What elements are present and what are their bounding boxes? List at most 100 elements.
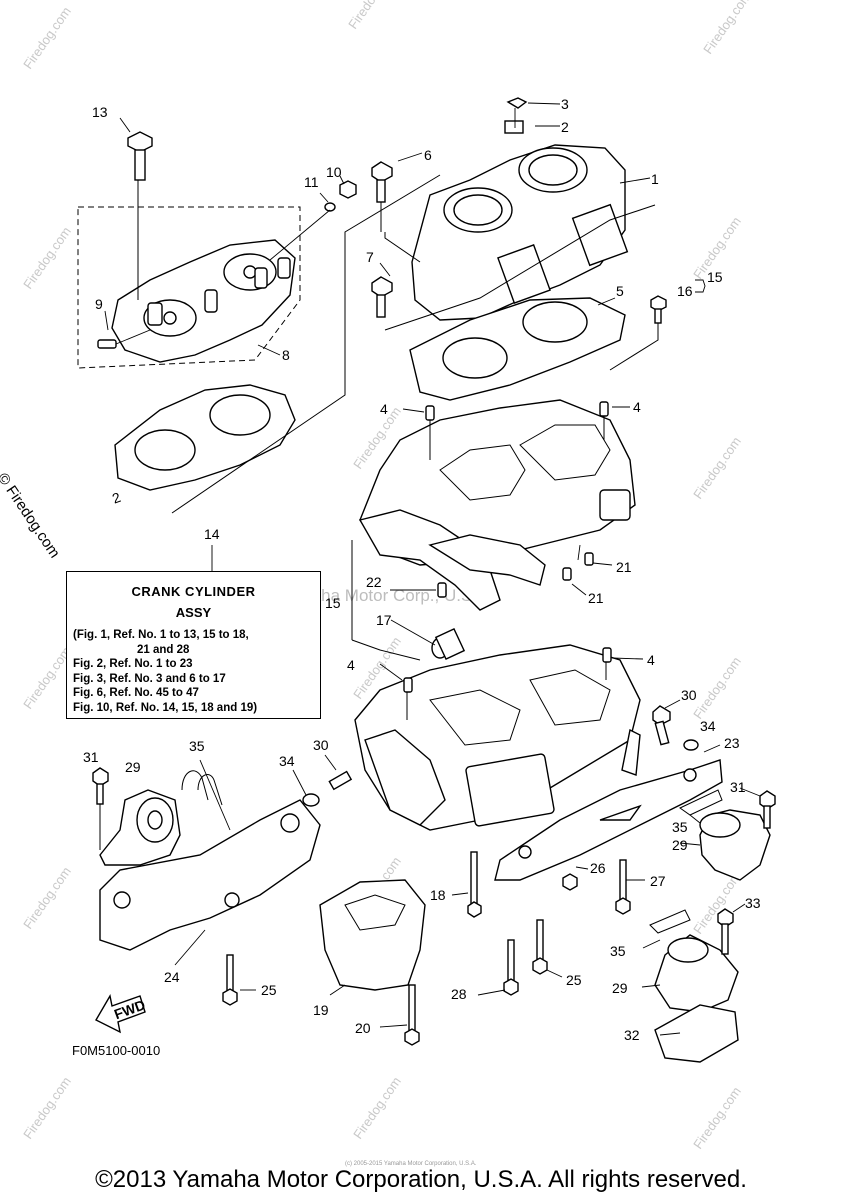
assembly-reference-line: Fig. 3, Ref. No. 3 and 6 to 17: [73, 672, 226, 685]
cylinder-part: [411, 97, 629, 321]
fwd-arrow-icon: FWD: [95, 994, 147, 1034]
head-gasket-part: [114, 174, 441, 514]
callout-label: 31: [730, 779, 746, 795]
damper-part: [319, 879, 426, 991]
assembly-title: CRANK CYLINDER: [131, 584, 256, 599]
callout-label: 23: [724, 735, 740, 751]
clip-part: [679, 789, 723, 816]
callout-label: 7: [366, 249, 374, 265]
callout-label: 30: [313, 737, 329, 753]
bolt-part: [328, 770, 353, 791]
bolt-part: [222, 954, 238, 1006]
engine-mount-part: [494, 759, 723, 881]
clip-part: [649, 909, 691, 934]
dowel-pin-part: [599, 401, 609, 417]
base-gasket-part: [409, 297, 626, 401]
callout-label: 32: [624, 1027, 640, 1043]
callout-label: 2: [110, 489, 123, 507]
lower-crankcase-part: [351, 639, 641, 831]
assembly-reference-list: (Fig. 1, Ref. No. 1 to 13, 15 to 18, 21 …: [73, 628, 257, 715]
bolt-part: [650, 295, 667, 324]
watermark-text: Firedog.com: [20, 4, 74, 72]
assembly-subtitle: ASSY: [175, 605, 212, 620]
callout-label: 35: [672, 819, 688, 835]
callout-label: 2: [561, 119, 569, 135]
callout-label: 3: [561, 96, 569, 112]
callout-label: 25: [566, 972, 582, 988]
engine-mount-part: [99, 799, 321, 951]
dowel-pin-part: [602, 647, 612, 663]
callout-label: 27: [650, 873, 666, 889]
assembly-note-box: CRANK CYLINDER ASSY (Fig. 1, Ref. No. 1 …: [66, 571, 321, 719]
callout-label: 15: [325, 595, 341, 611]
callout-numbers: 1 2 3 6 10 11 13 7 5 16 15 9 8 4 4 2 14 …: [83, 96, 761, 1043]
callout-label: 29: [125, 759, 141, 775]
watermark-text: Firedog.com: [20, 1074, 74, 1142]
bolt-part: [467, 851, 482, 918]
callout-label: 8: [282, 347, 290, 363]
assembly-reference-line: Fig. 10, Ref. No. 14, 15, 18 and 19): [73, 701, 258, 714]
callout-label: 6: [424, 147, 432, 163]
callout-label: 34: [279, 753, 295, 769]
callout-label: 21: [616, 559, 632, 575]
callout-label: 10: [326, 164, 342, 180]
dowel-pin-part: [562, 567, 572, 581]
damper-part: [654, 934, 739, 1013]
bolt-part: [615, 859, 631, 915]
watermark-text: Firedog.com: [350, 1074, 404, 1142]
watermark-text: Firedog.com: [20, 864, 74, 932]
tiny-copyright: (c) 2005-2015 Yamaha Motor Corporation, …: [345, 1161, 477, 1167]
callout-label: 34: [700, 718, 716, 734]
cover-part: [654, 1004, 739, 1063]
callout-label: 17: [376, 612, 392, 628]
callout-label: 22: [366, 574, 382, 590]
bolt-part: [371, 276, 393, 318]
callout-label: 14: [204, 526, 220, 542]
watermark-text: Firedog.com: [690, 1084, 744, 1152]
cylinder-head-group: [77, 131, 357, 369]
callout-label: 4: [347, 657, 355, 673]
callout-label: 31: [83, 749, 99, 765]
bolt-part: [97, 339, 117, 349]
callout-label: 11: [304, 174, 319, 190]
damper-part: [699, 809, 771, 881]
callout-label: 35: [610, 943, 626, 959]
callout-label: 24: [164, 969, 180, 985]
callout-label: 28: [451, 986, 467, 1002]
callout-label: 25: [261, 982, 277, 998]
callout-label: 9: [95, 296, 103, 312]
clip-part: [181, 770, 223, 806]
washer-part: [324, 202, 336, 212]
figure-code: F0M5100-0010: [72, 1043, 161, 1058]
fwd-label: FWD: [112, 996, 147, 1022]
bolt-part: [503, 939, 519, 996]
callout-label: 35: [189, 738, 205, 754]
callout-label: 4: [380, 401, 388, 417]
callout-label: 18: [430, 887, 446, 903]
copyright-notice: ©2013 Yamaha Motor Corporation, U.S.A. A…: [95, 1166, 747, 1193]
washer-part: [683, 739, 699, 751]
callout-label: 16: [677, 283, 693, 299]
bolt-part: [127, 131, 153, 181]
callout-label: 1: [651, 171, 659, 187]
callout-label: 5: [616, 283, 624, 299]
callout-label: 21: [588, 590, 604, 606]
bolt-part: [562, 873, 578, 891]
damper-part: [99, 789, 181, 866]
watermark-text: Firedog.com: [345, 0, 399, 32]
callout-label: 13: [92, 104, 108, 120]
leader-lines: [104, 102, 761, 1036]
callout-label: 4: [647, 652, 655, 668]
dowel-pin-part: [437, 582, 447, 598]
bolt-part: [759, 790, 776, 829]
callout-label: 33: [745, 895, 761, 911]
watermark-text: Firedog.com: [20, 224, 74, 292]
assembly-reference-line: Fig. 6, Ref. No. 45 to 47: [73, 687, 199, 699]
callout-label: 15: [707, 269, 723, 285]
watermark-text: Firedog.com: [690, 434, 744, 502]
assembly-reference-line: Fig. 2, Ref. No. 1 to 23: [73, 658, 193, 670]
dowel-pin-part: [425, 405, 435, 421]
bush-part: [431, 627, 466, 661]
callout-label: 26: [590, 860, 606, 876]
